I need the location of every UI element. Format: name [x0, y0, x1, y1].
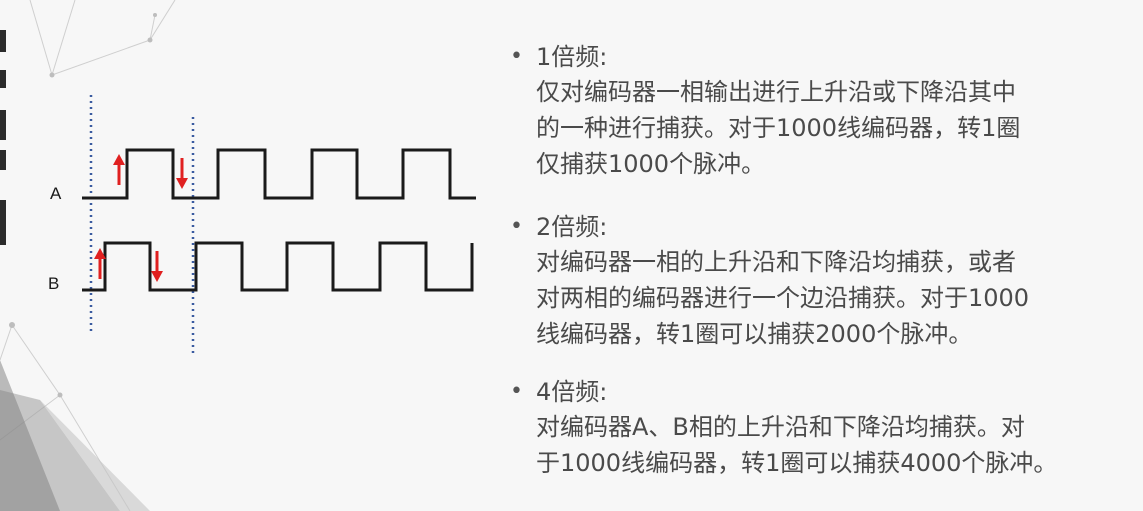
encoder-waveform-diagram: A B: [48, 95, 476, 357]
bullet-1x: • 1倍频: 仅对编码器一相输出进行上升沿或下降沿其中 的一种进行捕获。对于10…: [510, 40, 1020, 182]
rising-edge-arrow-b: [94, 248, 106, 279]
falling-edge-arrow-a: [176, 158, 188, 189]
bullet-marker: •: [510, 44, 523, 69]
edge-mark: [0, 110, 6, 140]
bullet-title: 1倍频:: [536, 43, 608, 71]
bullet-description: 对编码器A、B相的上升沿和下降沿均捕获。对 于1000线编码器，转1圈可以捕获4…: [536, 413, 1058, 477]
signal-a-waveform: [82, 148, 476, 200]
bullet-title: 2倍频:: [536, 213, 608, 241]
edge-mark: [0, 200, 6, 245]
bullet-4x: • 4倍频: 对编码器A、B相的上升沿和下降沿均捕获。对 于1000线编码器，转…: [510, 375, 1057, 481]
bullet-title: 4倍频:: [536, 378, 608, 406]
rising-edge-arrow-a: [113, 154, 125, 185]
signal-b-waveform: [82, 241, 474, 292]
signal-label-b: B: [48, 274, 59, 293]
edge-mark: [0, 150, 6, 170]
edge-mark: [0, 30, 6, 52]
edge-mark: [0, 70, 6, 88]
bullet-2x: • 2倍频: 对编码器一相的上升沿和下降沿均捕获，或者 对两相的编码器进行一个边…: [510, 210, 1029, 352]
bullet-description: 对编码器一相的上升沿和下降沿均捕获，或者 对两相的编码器进行一个边沿捕获。对于1…: [536, 248, 1030, 348]
bullet-description: 仅对编码器一相输出进行上升沿或下降沿其中 的一种进行捕获。对于1000线编码器，…: [536, 78, 1021, 178]
bullet-marker: •: [510, 379, 523, 404]
signal-label-a: A: [50, 184, 62, 203]
bullet-marker: •: [510, 214, 523, 239]
falling-edge-arrow-b: [151, 251, 163, 282]
